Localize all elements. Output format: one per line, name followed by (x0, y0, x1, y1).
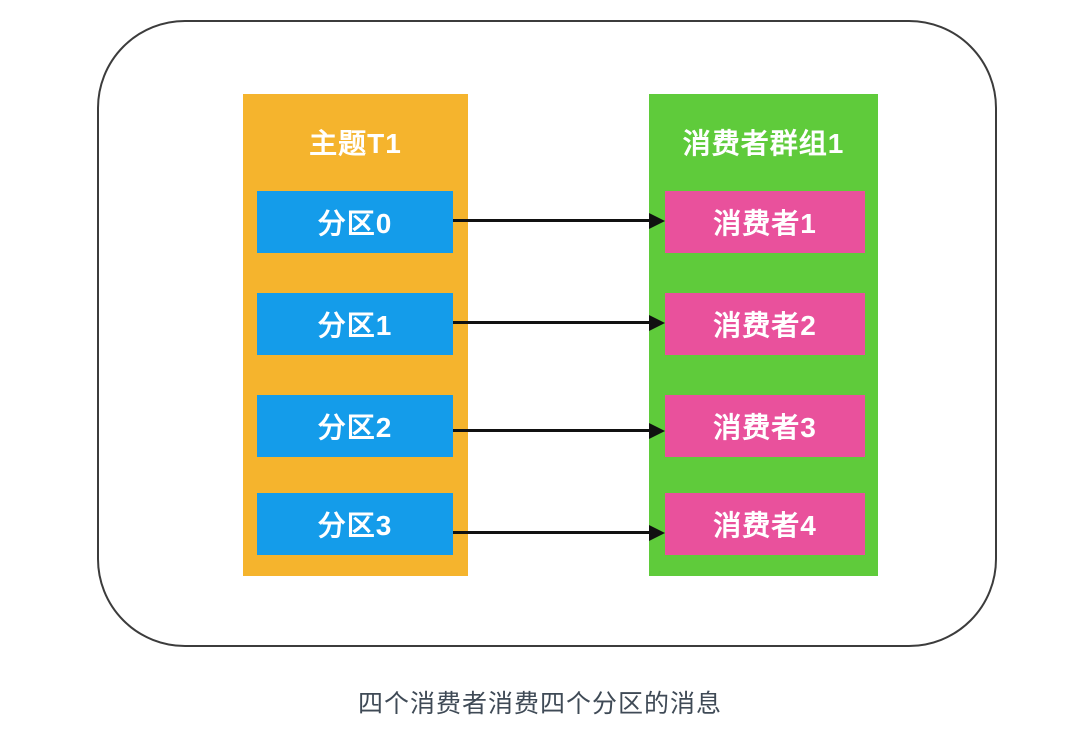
diagram-caption: 四个消费者消费四个分区的消息 (357, 690, 722, 718)
partition-0: 分区0 (257, 191, 453, 253)
arrow-line (453, 219, 651, 222)
partition-3: 分区3 (257, 493, 453, 555)
consumer-group-title: 消费者群组1 (682, 128, 845, 159)
arrow-line (453, 429, 651, 432)
consumer-3: 消费者3 (665, 395, 865, 457)
diagram-frame: 主题T1 分区0 分区1 分区2 分区3 消费者群组1 消费者1 消费者2 消费… (97, 20, 997, 647)
arrow-line (453, 531, 651, 534)
arrow-head-icon (649, 423, 665, 439)
arrow-line (453, 321, 651, 324)
topic-box: 主题T1 分区0 分区1 分区2 分区3 (243, 94, 468, 576)
consumer-group-box: 消费者群组1 消费者1 消费者2 消费者3 消费者4 (649, 94, 878, 576)
arrow-head-icon (649, 213, 665, 229)
arrow-partition0-to-consumer1 (453, 213, 665, 229)
consumer-1: 消费者1 (665, 191, 865, 253)
consumer-4: 消费者4 (665, 493, 865, 555)
arrow-head-icon (649, 315, 665, 331)
arrow-partition2-to-consumer3 (453, 423, 665, 439)
arrow-partition1-to-consumer2 (453, 315, 665, 331)
partition-1: 分区1 (257, 293, 453, 355)
arrow-head-icon (649, 525, 665, 541)
topic-title: 主题T1 (309, 128, 402, 159)
arrow-partition3-to-consumer4 (453, 525, 665, 541)
consumer-2: 消费者2 (665, 293, 865, 355)
partition-2: 分区2 (257, 395, 453, 457)
